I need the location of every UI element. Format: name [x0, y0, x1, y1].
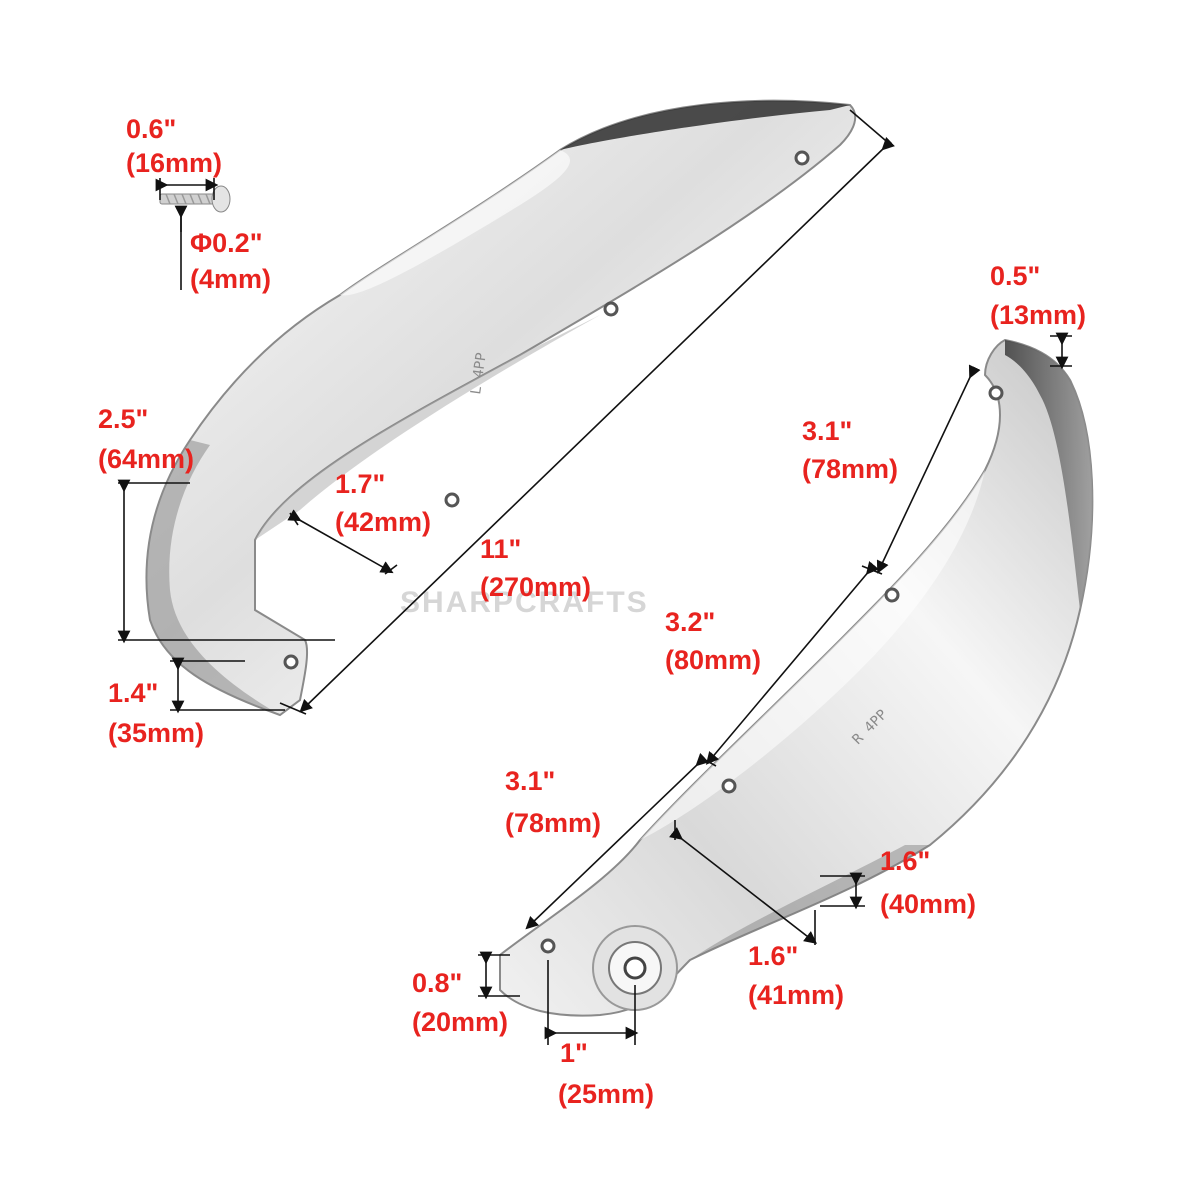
screw-dimensions: 0.6" (16mm) Φ0.2" (4mm)	[126, 114, 271, 294]
right-part-dimensions: 0.5" (13mm) 3.1" (78mm) 3.2" (80mm) 3.1"…	[412, 261, 1086, 1109]
right-hole-offset-mm: (25mm)	[558, 1079, 654, 1109]
right-tip-mm: (13mm)	[990, 300, 1086, 330]
left-width-mm: (42mm)	[335, 507, 431, 537]
right-mid-span-mm: (80mm)	[665, 645, 761, 675]
right-lower-span-mm: (78mm)	[505, 808, 601, 838]
right-side-height-in: 1.6"	[880, 846, 930, 876]
right-mid-span-in: 3.2"	[665, 607, 715, 637]
right-trim-part: R 4PP	[499, 338, 1094, 1017]
left-height-mm: (64mm)	[98, 444, 194, 474]
screw-icon	[159, 185, 231, 213]
right-upper-span-in: 3.1"	[802, 416, 852, 446]
right-lower-span-in: 3.1"	[505, 766, 555, 796]
right-hole-offset-in: 1"	[560, 1038, 588, 1068]
left-length-mm: (270mm)	[480, 572, 591, 602]
left-lip-mm: (35mm)	[108, 718, 204, 748]
right-base-width-mm: (41mm)	[748, 980, 844, 1010]
left-length-in: 11"	[480, 534, 521, 564]
left-part-dimensions: 2.5" (64mm) 1.7" (42mm) 11" (270mm) 1.4"…	[98, 404, 591, 748]
left-trim-part: L 4PP	[145, 99, 857, 717]
screw-length-in: 0.6"	[126, 114, 176, 144]
left-lip-in: 1.4"	[108, 678, 158, 708]
screw-diameter-in: Φ0.2"	[190, 228, 263, 258]
screw-length-mm: (16mm)	[126, 148, 222, 178]
right-side-height-mm: (40mm)	[880, 889, 976, 919]
left-width-in: 1.7"	[335, 469, 385, 499]
dimension-lines	[117, 109, 1072, 1045]
right-foot-mm: (20mm)	[412, 1007, 508, 1037]
right-upper-span-mm: (78mm)	[802, 454, 898, 484]
right-foot-in: 0.8"	[412, 968, 462, 998]
screw-diameter-mm: (4mm)	[190, 264, 271, 294]
left-height-in: 2.5"	[98, 404, 148, 434]
right-tip-in: 0.5"	[990, 261, 1040, 291]
right-base-width-in: 1.6"	[748, 941, 798, 971]
